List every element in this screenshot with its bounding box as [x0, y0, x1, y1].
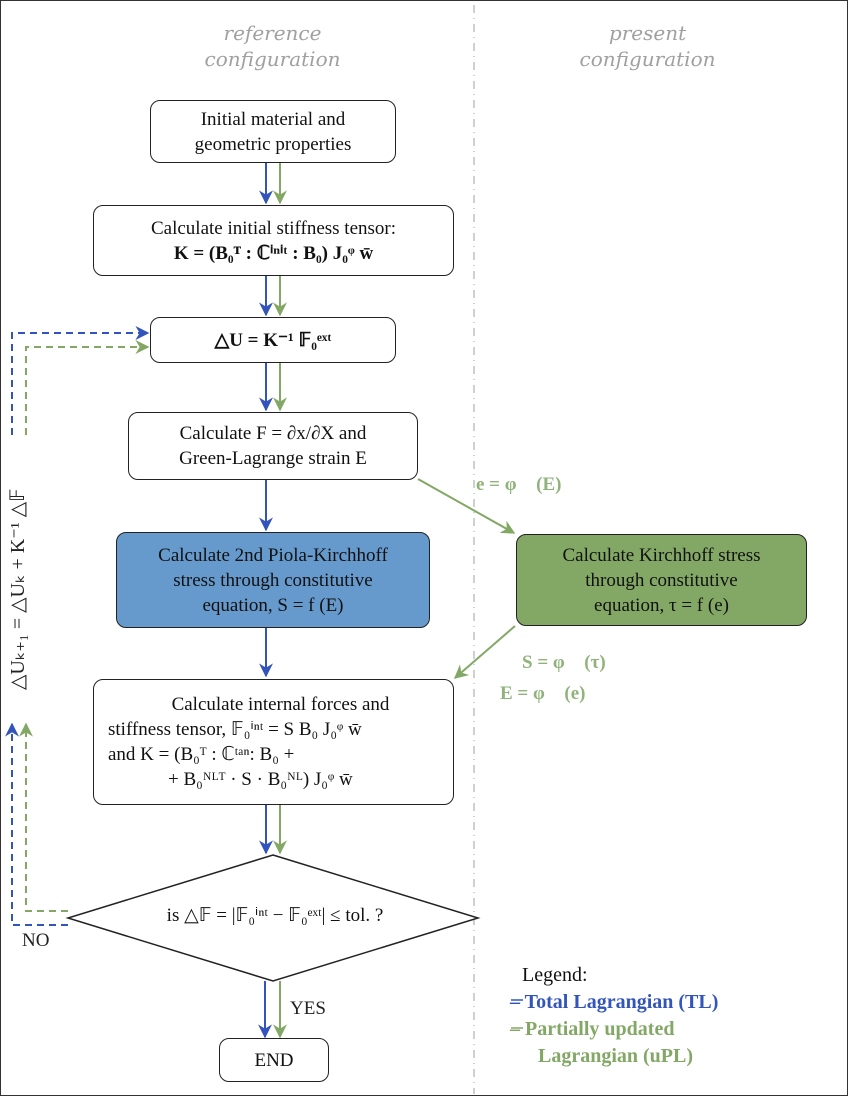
pull-back-stress-label: S = φ⃖ (τ) — [522, 652, 606, 673]
box-text: Initial material and — [200, 108, 346, 130]
header-line: reference — [223, 21, 322, 45]
convergence-check-text: is △𝔽 = |𝔽₀ⁱⁿᵗ − 𝔽₀ᵉˣᵗ| ≤ tol. ? — [166, 905, 384, 926]
box-text: Calculate 2nd Piola-Kirchhoff — [158, 544, 388, 566]
initial-stiffness-box: Calculate initial stiffness tensor: K = … — [93, 205, 454, 276]
upl-loop-back-lower — [19, 722, 68, 912]
box-text: Green-Lagrange strain E — [179, 448, 367, 469]
tl-loop-back-upper — [11, 326, 150, 435]
header-line: configuration — [579, 47, 716, 71]
header-line: configuration — [204, 47, 341, 71]
decision-diamond — [65, 854, 481, 982]
box-text: stress through constitutive — [173, 569, 373, 591]
box-text: + B₀ᴺᴸᵀ · S · B₀ᴺᴸ) J₀ᵠ w̄ — [168, 769, 353, 790]
end-box: END — [219, 1038, 329, 1082]
no-label: NO — [22, 930, 50, 951]
deformation-gradient-box: Calculate F = ∂x/∂X and Green-Lagrange s… — [128, 412, 418, 480]
box-text: Calculate F = ∂x/∂X and — [179, 423, 367, 444]
box-text: Calculate Kirchhoff stress — [562, 544, 761, 566]
box-text: equation, τ = f (e) — [594, 594, 729, 616]
header-line: present — [608, 21, 687, 45]
upl-pull-back-arrow — [453, 625, 516, 679]
pull-back-strain-label: E = φ⃖ (e) — [500, 683, 586, 704]
legend: Legend: – Total Lagrangian (TL) – Partia… — [510, 962, 718, 1070]
legend-item-upl-cont: Lagrangian (uPL) — [538, 1045, 694, 1067]
box-text: through constitutive — [585, 569, 738, 591]
displacement-update-label: △Uₖ₊₁ = △Uₖ + K⁻¹ △𝔽 — [7, 488, 29, 690]
box-text: END — [254, 1049, 294, 1071]
present-configuration-header: present configuration — [555, 20, 740, 72]
yes-label: YES — [290, 998, 326, 1019]
legend-title: Legend: — [522, 964, 588, 986]
box-text: Calculate internal forces and — [171, 694, 390, 715]
displacement-formula: △U = K⁻¹ 𝔽₀ᵉˣᵗ — [214, 329, 332, 351]
displacement-increment-box: △U = K⁻¹ 𝔽₀ᵉˣᵗ — [150, 317, 396, 363]
internal-forces-box: Calculate internal forces and stiffness … — [93, 679, 454, 805]
push-forward-label: e = φ⃗ (E) — [476, 474, 562, 495]
tl-loop-back-lower — [4, 722, 68, 926]
box-text: geometric properties — [194, 133, 352, 155]
pk2-stress-box: Calculate 2nd Piola-Kirchhoff stress thr… — [116, 532, 430, 628]
box-text: and K = (B₀ᵀ : ℂᵗᵃⁿ: B₀ + — [108, 744, 295, 765]
upl-loop-back-upper — [25, 340, 150, 435]
legend-item-tl: – Total Lagrangian (TL) — [510, 991, 719, 1013]
legend-item-upl: – Partially updated — [510, 1018, 675, 1040]
kirchhoff-stress-box: Calculate Kirchhoff stress through const… — [516, 534, 807, 626]
reference-configuration-header: reference configuration — [180, 20, 365, 72]
stiffness-formula: K = (B₀ᵀ : ℂⁱⁿⁱᵗ : B₀) J₀ᵠ w̄ — [173, 242, 374, 264]
initial-properties-box: Initial material and geometric propertie… — [150, 100, 396, 163]
upl-push-forward-arrow — [417, 478, 516, 534]
box-text: stiffness tensor, 𝔽₀ⁱⁿᵗ = S B₀ J₀ᵠ w̄ — [108, 719, 362, 740]
box-text: Calculate initial stiffness tensor: — [150, 217, 396, 239]
box-text: equation, S = f (E) — [202, 594, 344, 616]
